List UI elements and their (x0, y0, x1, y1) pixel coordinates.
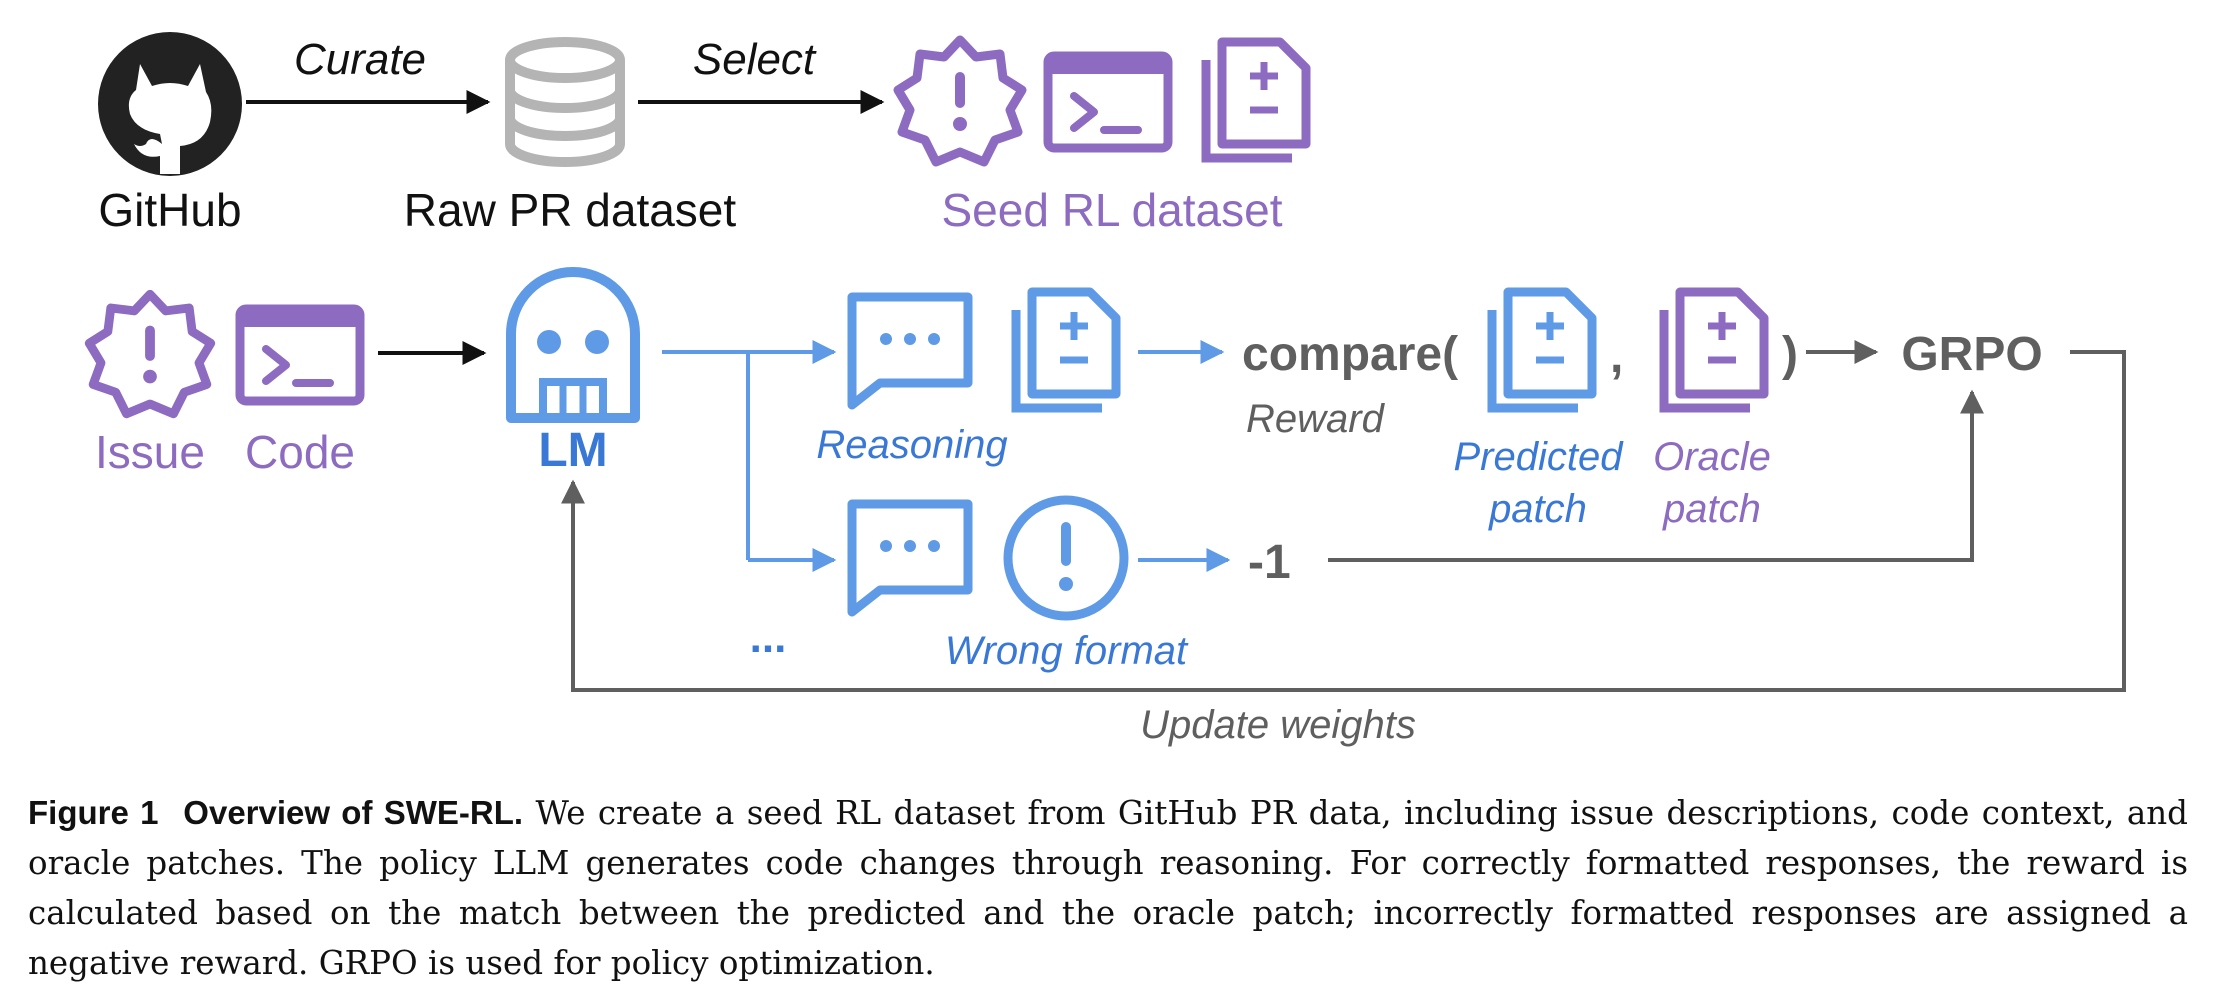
oracle-patch-icon (1664, 292, 1764, 408)
oracle-label-1: Oracle (1653, 435, 1771, 479)
more-branches-ellipsis: ... (750, 613, 787, 662)
seed-code-icon (1048, 56, 1168, 148)
update-weights-arrow (561, 350, 2126, 692)
figure-title: Overview of SWE-RL. (183, 794, 524, 831)
code-icon (240, 309, 360, 401)
issue-icon (89, 294, 211, 414)
robot-icon (506, 267, 640, 423)
select-label: Select (693, 35, 817, 84)
predicted-label-1: Predicted (1454, 435, 1625, 479)
reasoning-label: Reasoning (816, 423, 1007, 467)
compare-open: compare( (1242, 328, 1458, 381)
wrong-bubble-icon (852, 504, 968, 612)
reward-label: Reward (1246, 397, 1386, 441)
update-weights-label: Update weights (1140, 703, 1416, 747)
seed-rl-label: Seed RL dataset (942, 184, 1283, 236)
compare-comma: , (1610, 330, 1623, 383)
neg-to-grpo-arrow (1328, 389, 1984, 562)
grpo-label: GRPO (1901, 328, 2042, 381)
reasoning-patch-icon (1016, 292, 1116, 408)
seed-issue-icon (898, 40, 1022, 162)
neg-reward-label: -1 (1248, 536, 1291, 589)
issue-label: Issue (95, 426, 205, 478)
code-label: Code (245, 426, 355, 478)
predicted-patch-icon (1492, 292, 1592, 408)
raw-pr-label: Raw PR dataset (404, 184, 737, 236)
predicted-label-2: patch (1488, 487, 1587, 531)
seed-patch-icon (1206, 42, 1306, 158)
github-icon (98, 32, 242, 176)
oracle-label-2: patch (1662, 487, 1761, 531)
figure-label: Figure 1 (28, 794, 159, 831)
database-icon (505, 37, 625, 167)
curate-label: Curate (294, 35, 426, 84)
wrong-format-label: Wrong format (945, 629, 1189, 673)
warning-circle-icon (1003, 495, 1129, 621)
figure-body: We create a seed RL dataset from GitHub … (28, 794, 2188, 982)
compare-close: ) (1782, 328, 1798, 381)
reasoning-bubble-icon (852, 297, 968, 405)
github-label: GitHub (98, 184, 241, 236)
lm-label: LM (538, 424, 607, 477)
figure-caption: Figure 1 Overview of SWE-RL. We create a… (28, 788, 2188, 988)
